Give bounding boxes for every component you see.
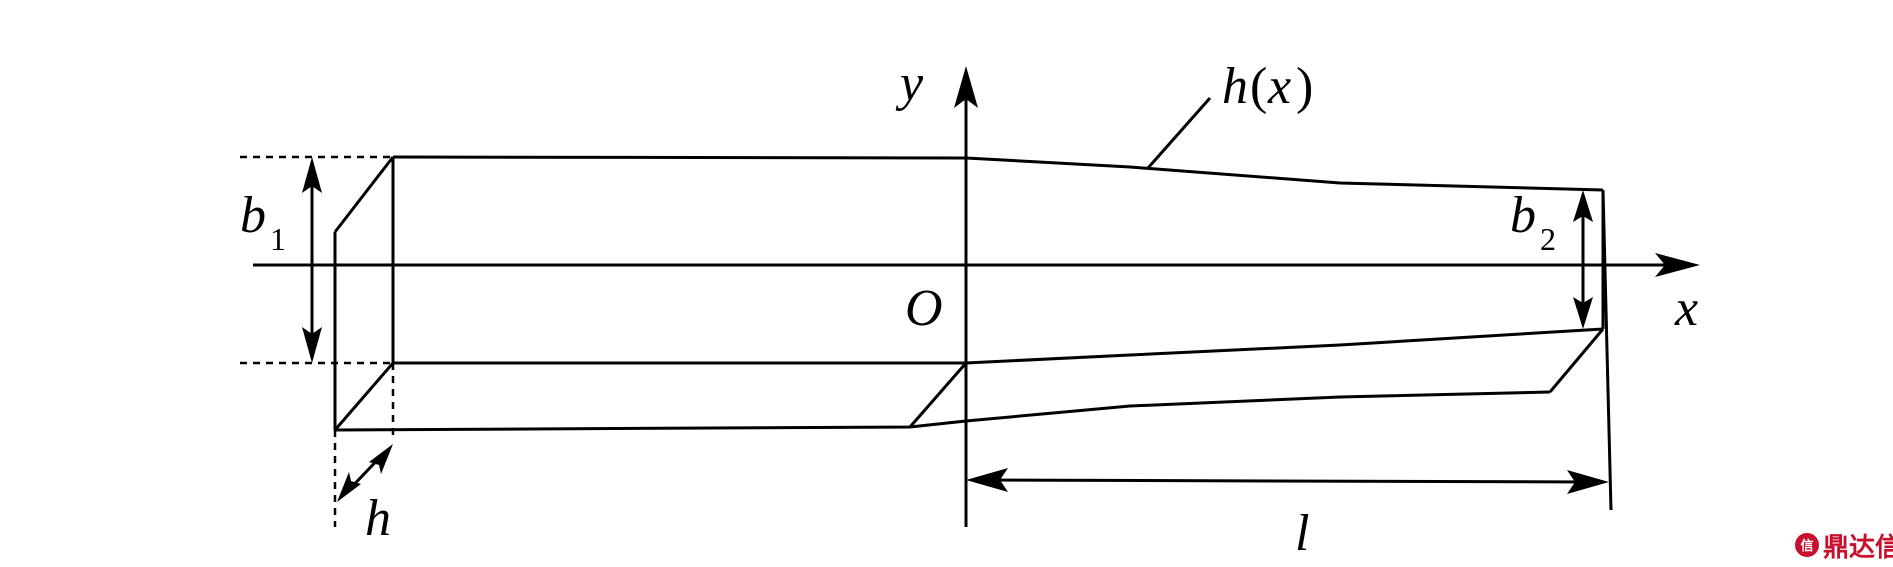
watermark-logo: 信 鼎达信 xyxy=(1795,533,1893,563)
beam-back-left-diagonal-bottom xyxy=(333,362,395,431)
b2-label: b 2 xyxy=(1510,187,1556,257)
watermark-logo-glyph: 信 xyxy=(1800,538,1813,554)
thickness-function-leader xyxy=(1146,97,1212,169)
watermark-logo-icon xyxy=(1795,533,1819,557)
beam-front-face xyxy=(391,155,1605,365)
thickness-function-arg: x xyxy=(1267,58,1291,115)
b2-label-subscript: 2 xyxy=(1540,221,1556,257)
b1-label-subscript: 1 xyxy=(270,221,286,257)
dimension-l-arrow xyxy=(966,468,1609,494)
thickness-function-label: h ( x ) xyxy=(1222,58,1313,115)
x-axis-label: x xyxy=(1674,280,1698,337)
y-axis xyxy=(954,66,978,527)
b2-label-base: b xyxy=(1510,187,1536,244)
length-label: l xyxy=(1295,505,1309,562)
dimension-b2-arrow xyxy=(1573,190,1593,329)
dimension-b1-arrow xyxy=(302,157,322,363)
beam-back-bottom-edge xyxy=(334,390,1551,432)
b1-label: b 1 xyxy=(240,187,286,257)
x-axis-arrowhead xyxy=(1655,253,1700,277)
dimension-h-arrow xyxy=(337,444,393,502)
watermark-text: 鼎达信 xyxy=(1823,533,1893,563)
beam-back-left-diagonal-top xyxy=(333,156,395,233)
y-axis-arrowhead xyxy=(954,66,978,108)
beam-back-right-diagonal xyxy=(1548,328,1605,393)
thickness-function-name: h xyxy=(1222,58,1248,115)
x-axis xyxy=(253,253,1700,277)
y-axis-label: y xyxy=(895,55,924,112)
origin-label: O xyxy=(905,280,943,337)
thickness-function-open-paren: ( xyxy=(1250,58,1267,115)
beam-top-edge xyxy=(392,155,1604,192)
thickness-function-close-paren: ) xyxy=(1296,58,1313,115)
thickness-label: h xyxy=(365,490,391,547)
beam-bottom-edge xyxy=(393,327,1604,365)
b1-label-base: b xyxy=(240,187,266,244)
dimension-extension-lines xyxy=(240,155,395,527)
beam-back-face xyxy=(333,156,1613,511)
beam-back-mid-diagonal xyxy=(908,362,968,428)
beam-back-right-end xyxy=(1601,189,1613,511)
